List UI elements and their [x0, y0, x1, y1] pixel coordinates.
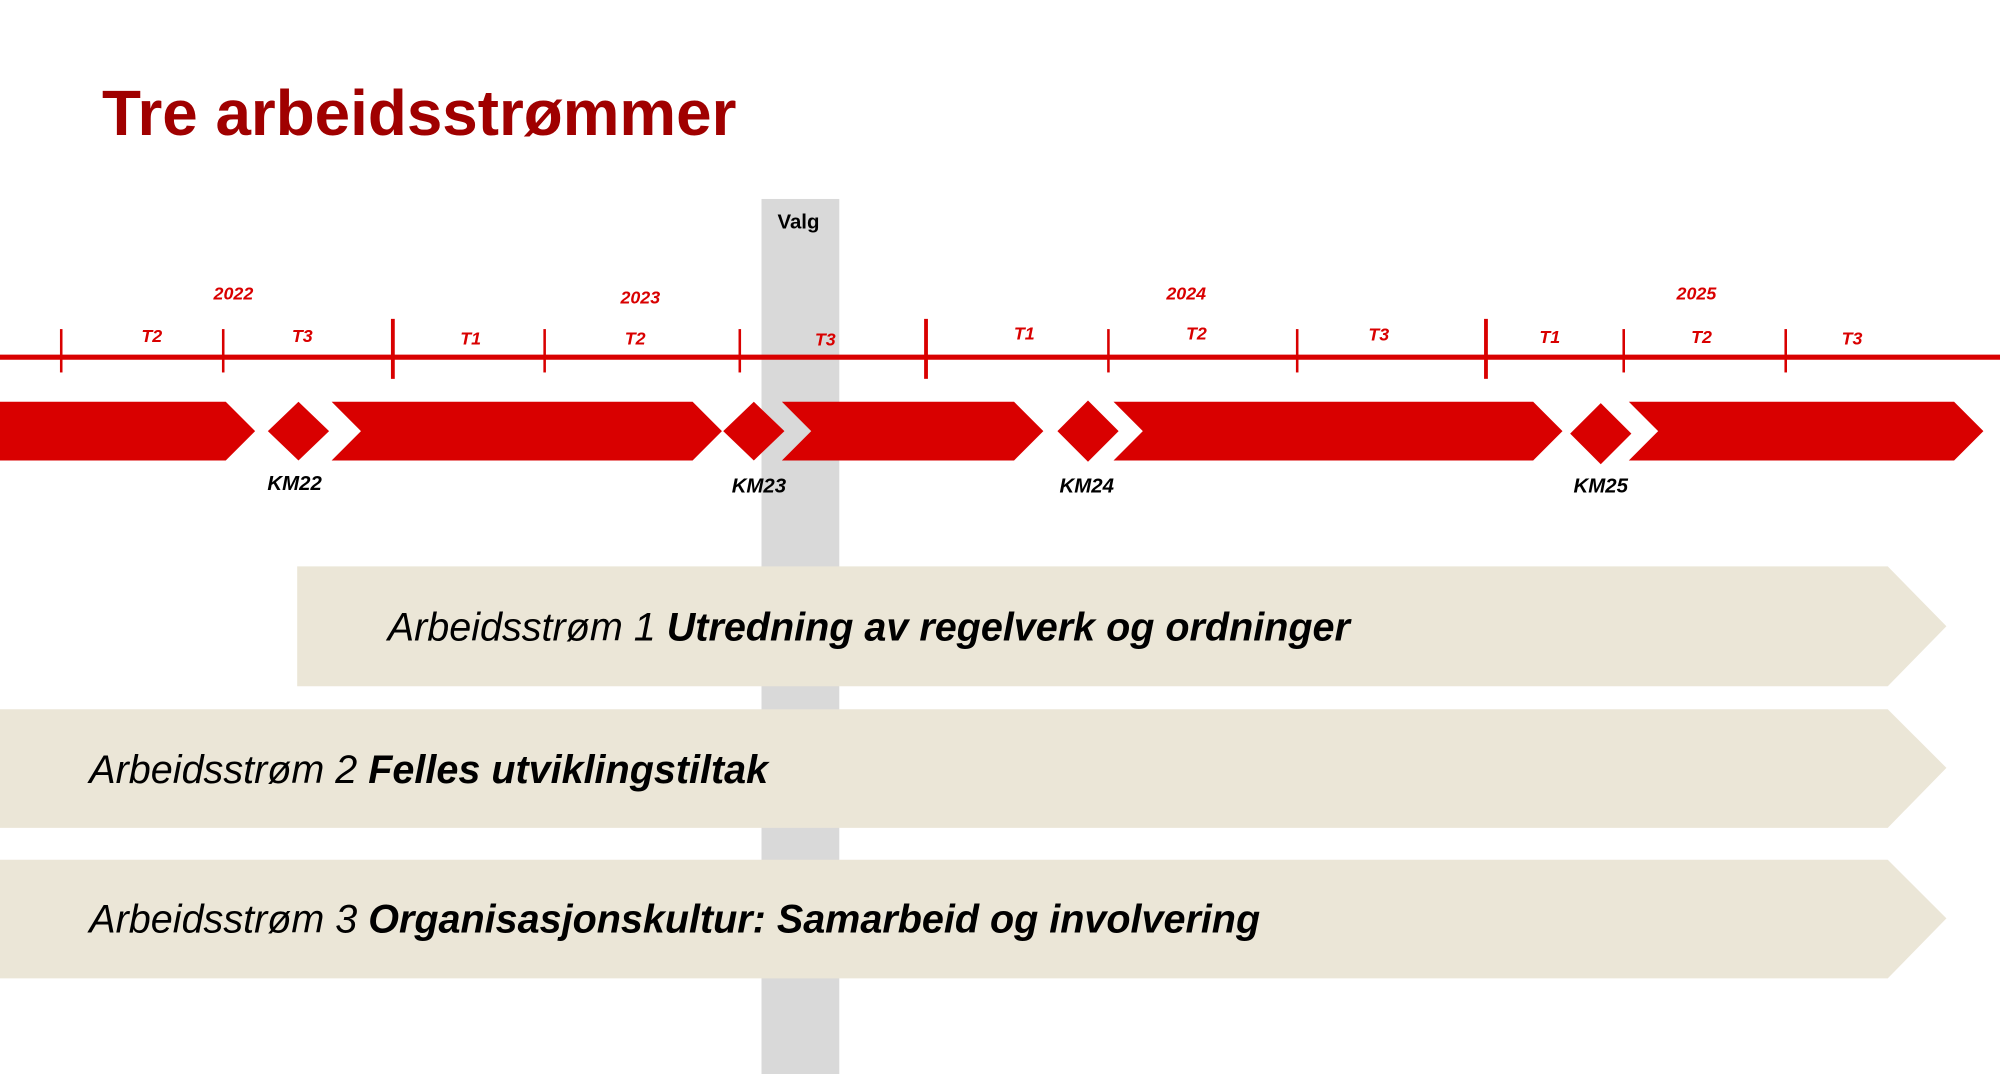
stream-1-label: Arbeidsstrøm 1 Utredning av regelverk og… [386, 605, 1353, 649]
term-label: T3 [815, 330, 836, 350]
stream-prefix: Arbeidsstrøm 1 [386, 605, 667, 649]
term-label: T1 [1014, 323, 1035, 343]
phase-chevron [1113, 401, 1563, 461]
phase-chevron [1628, 401, 1984, 461]
stream-2-label: Arbeidsstrøm 2 Felles utviklingstiltak [87, 748, 770, 792]
milestone-label: KM23 [732, 475, 787, 497]
term-label: T3 [292, 326, 313, 346]
stream-3-label: Arbeidsstrøm 3 Organisasjonskultur: Sama… [87, 897, 1260, 941]
stream-name: Organisasjonskultur: Samarbeid og involv… [368, 897, 1260, 941]
milestone-diamond [267, 401, 330, 461]
valg-label: Valg [778, 211, 820, 233]
term-label: T1 [460, 328, 481, 348]
term-label: T2 [625, 328, 646, 348]
milestone-label: KM25 [1574, 475, 1629, 497]
timeline [0, 318, 2000, 379]
term-label: T3 [1842, 328, 1863, 348]
stream-arrow-1 [297, 566, 1947, 687]
stream-prefix: Arbeidsstrøm 2 [87, 748, 368, 792]
stream-name: Utredning av regelverk og ordninger [667, 605, 1353, 649]
term-label: T2 [141, 326, 162, 346]
phase-chevron [331, 401, 722, 461]
milestone-diamond [1057, 400, 1119, 462]
year-label: 2024 [1165, 284, 1206, 304]
stream-name: Felles utviklingstiltak [368, 748, 770, 792]
stream-arrow-2 [0, 709, 1947, 828]
milestone-diamond [1570, 403, 1632, 465]
term-label: T3 [1368, 325, 1389, 345]
milestone-label: KM24 [1060, 475, 1114, 497]
term-label: T2 [1186, 323, 1207, 343]
phase-chevron [0, 401, 256, 461]
year-label: 2023 [619, 288, 660, 308]
phase-chevron [781, 401, 1044, 461]
term-label: T1 [1539, 327, 1560, 347]
year-label: 2022 [213, 284, 254, 304]
page-title: Tre arbeidsstrømmer [102, 77, 736, 149]
stream-prefix: Arbeidsstrøm 3 [87, 897, 368, 941]
term-label: T2 [1691, 327, 1712, 347]
milestone-label: KM22 [267, 473, 322, 495]
stream-arrow-3 [0, 859, 1947, 979]
year-label: 2025 [1676, 284, 1718, 304]
